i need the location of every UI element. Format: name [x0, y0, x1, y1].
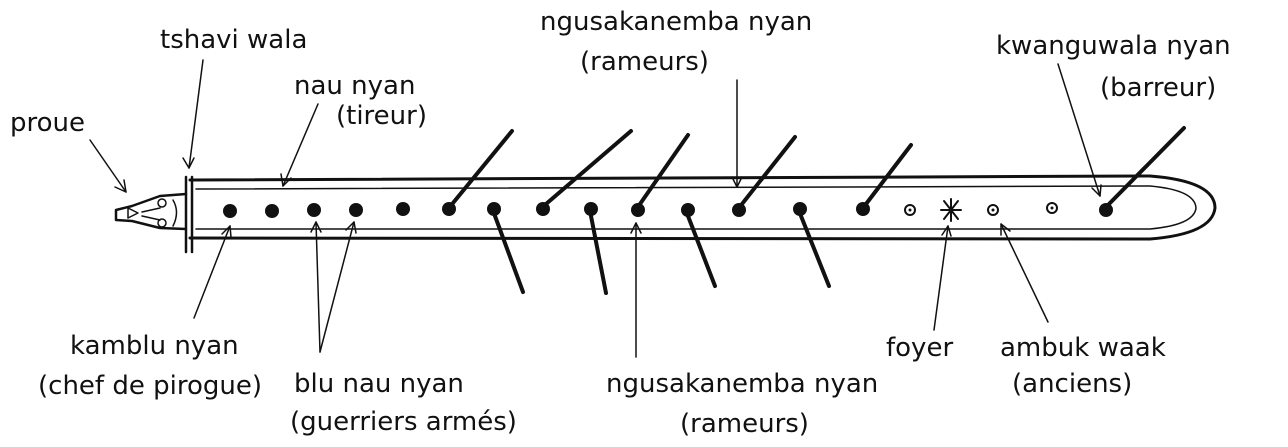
paddle — [451, 129, 514, 205]
paddle — [864, 143, 913, 206]
crew-seat-rameur — [631, 203, 645, 217]
crew-seat-rameur — [793, 202, 807, 216]
label-ambuk-waak: ambuk waak — [1000, 333, 1166, 363]
label-tshavi-wala: tshavi wala — [160, 25, 307, 55]
paddle — [589, 214, 608, 295]
paddle-steering — [1107, 126, 1186, 206]
paddle — [493, 214, 525, 294]
tshavi-wala-board — [184, 175, 194, 254]
crew-seat-guerrier-2 — [349, 203, 363, 217]
crew-seat-guerrier-1 — [307, 203, 321, 217]
crew — [223, 202, 1113, 218]
canoe-prow — [114, 192, 188, 231]
label-rameurs-top-name: ngusakanemba nyan — [540, 7, 812, 37]
paddle — [799, 214, 831, 288]
crew-seat-chef — [223, 204, 237, 218]
label-blu-nau-nyan: blu nau nyan — [294, 369, 464, 399]
elders — [904, 202, 1058, 216]
elder-seat — [987, 204, 999, 216]
paddle — [686, 214, 717, 288]
label-foyer: foyer — [886, 333, 953, 363]
hearth-star-icon — [940, 198, 962, 222]
crew-seat-rameur — [442, 202, 456, 216]
crew-seat-barreur — [1099, 203, 1113, 217]
label-rameurs-bottom-name: ngusakanemba nyan — [606, 369, 878, 399]
label-tireur: (tireur) — [336, 101, 427, 131]
label-anciens: (anciens) — [1012, 369, 1132, 399]
label-barreur: (barreur) — [1100, 73, 1216, 103]
crew-seat-rameur — [732, 203, 746, 217]
canoe-hull — [188, 174, 1217, 241]
crew-seat — [396, 202, 410, 216]
label-proue: proue — [10, 108, 85, 138]
label-kamblu-nyan: kamblu nyan — [70, 331, 239, 361]
crew-seat-rameur — [681, 203, 695, 217]
crew-seat-tireur — [265, 204, 279, 218]
label-rameurs-bottom-fr: (rameurs) — [680, 409, 809, 439]
elder-seat — [1046, 202, 1058, 214]
elder-seat — [904, 204, 916, 216]
label-rameurs-top-fr: (rameurs) — [580, 47, 709, 77]
label-guerriers-armes: (guerriers armés) — [290, 407, 517, 437]
pointer-arrows — [89, 59, 1102, 358]
paddle — [740, 135, 797, 206]
paddles — [451, 126, 1186, 295]
paddle — [544, 129, 633, 206]
label-kwanguwala-nyan: kwanguwala nyan — [996, 31, 1231, 61]
paddle — [638, 133, 690, 206]
crew-seat-rameur — [487, 202, 501, 216]
label-chef-de-pirogue: (chef de pirogue) — [38, 371, 262, 401]
crew-seat-rameur — [584, 202, 598, 216]
label-nau-nyan: nau nyan — [294, 71, 415, 101]
